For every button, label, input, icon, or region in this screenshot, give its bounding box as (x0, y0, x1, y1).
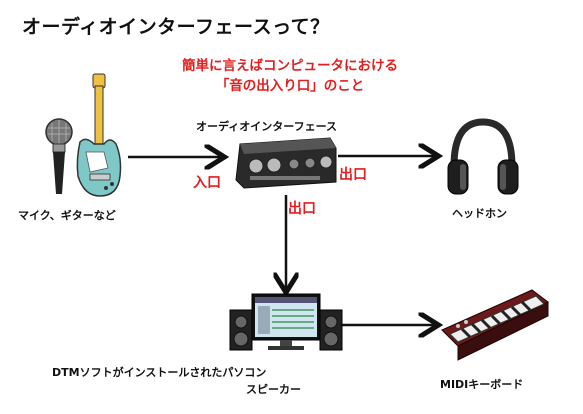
page-title: オーディオインターフェースって？ (22, 16, 330, 38)
guitar-icon (76, 73, 122, 197)
output-label-right: 出口 (339, 167, 367, 183)
label-mic-guitar: マイク、ギターなど (18, 209, 116, 222)
label-midi-keyboard: MIDIキーボード (440, 378, 524, 391)
output-label-down: 出口 (288, 201, 316, 217)
headphones-icon (447, 118, 519, 195)
subtitle-line-2: 「音の出入り口」のこと (215, 78, 365, 94)
pc-speakers-icon (229, 293, 343, 351)
subtitle: 簡単に言えばコンピュータにおける 「音の出入り口」のこと (140, 56, 440, 96)
audio-interface-icon (235, 137, 337, 189)
input-label: 入口 (193, 175, 221, 191)
midi-keyboard-icon (441, 289, 549, 361)
microphone-icon (45, 118, 73, 194)
label-headphones: ヘッドホン (452, 207, 507, 220)
label-pc-line-2: スピーカー (246, 383, 301, 396)
label-audio-interface: オーディオインターフェース (196, 120, 338, 133)
label-pc-line-1: DTMソフトがインストールされたパソコン (52, 366, 267, 379)
subtitle-line-1: 簡単に言えばコンピュータにおける (182, 58, 398, 74)
